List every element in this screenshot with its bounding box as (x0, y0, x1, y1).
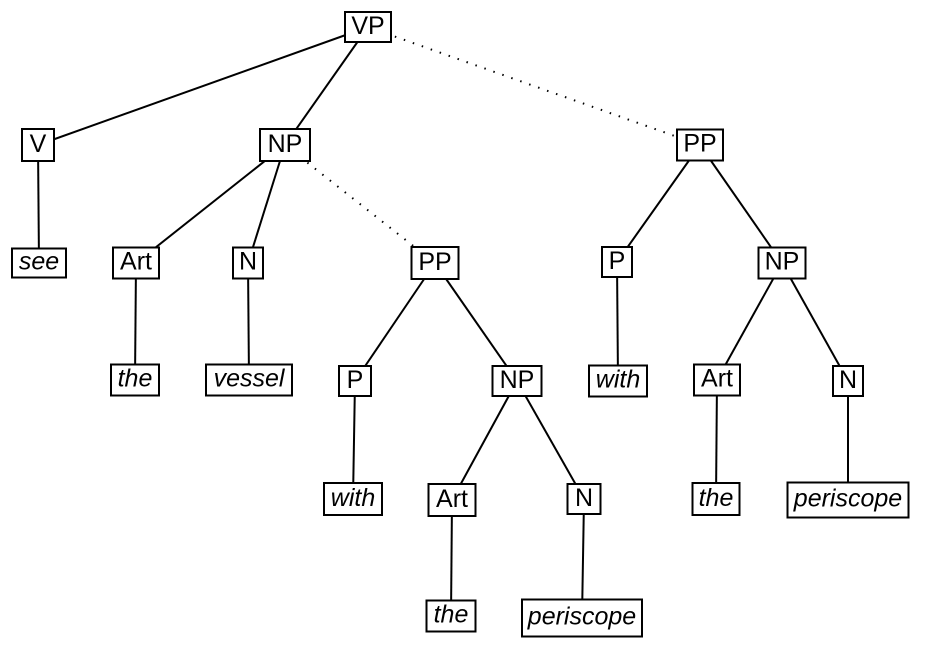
tree-edge-pp2-p2 (616, 144, 701, 263)
tree-node-periscope2: periscope (786, 481, 910, 519)
tree-edge-p2-with2 (616, 261, 619, 382)
tree-edge-np3-n2 (781, 262, 849, 382)
tree-node-p2: P (601, 246, 633, 278)
tree-node-p1: P (338, 365, 372, 397)
tree-edge-vp-np1 (284, 26, 369, 146)
tree-edge-np3-art2 (716, 262, 783, 381)
tree-node-vessel: vessel (205, 363, 293, 397)
tree-node-np1: NP (259, 128, 311, 162)
tree-edge-v-see (37, 144, 40, 264)
tree-node-art2: Art (693, 363, 741, 397)
tree-node-with1: with (323, 482, 383, 516)
tree-edge-np1-pp1-dotted (284, 144, 436, 264)
tree-edge-n1-vessel (247, 262, 250, 381)
tree-node-art3: Art (427, 483, 477, 517)
tree-edge-np1-art1 (135, 144, 286, 264)
tree-node-n1: N (232, 246, 264, 280)
tree-edge-np2-art3 (451, 380, 518, 501)
tree-node-the3: the (425, 599, 477, 633)
tree-node-periscope1: periscope (521, 598, 643, 638)
tree-node-with2: with (588, 364, 648, 398)
tree-edge-pp2-np3 (699, 144, 783, 264)
tree-node-np2: NP (491, 365, 543, 397)
tree-edge-pp1-np2 (434, 262, 518, 382)
tree-edge-vp-v (37, 26, 369, 146)
tree-node-n3: N (566, 483, 602, 515)
tree-edge-art1-the1 (134, 262, 137, 381)
tree-node-vp: VP (344, 11, 392, 43)
tree-edge-art2-the2 (715, 379, 718, 500)
tree-node-n2: N (832, 365, 864, 397)
tree-edge-pp1-p1 (354, 262, 436, 382)
tree-edge-np2-n3 (516, 380, 585, 500)
tree-node-v: V (21, 128, 55, 162)
tree-node-the1: the (110, 363, 160, 397)
tree-edge-n3-periscope1 (581, 498, 585, 619)
tree-edge-p1-with1 (352, 380, 356, 500)
tree-node-art1: Art (112, 246, 160, 280)
tree-node-pp1: PP (410, 246, 460, 280)
tree-node-pp2: PP (676, 128, 724, 162)
tree-node-see: see (11, 247, 67, 279)
tree-node-the2: the (691, 482, 741, 516)
tree-edge-np1-n1 (247, 144, 286, 264)
tree-node-np3: NP (757, 246, 807, 280)
tree-edge-art3-the3 (450, 499, 453, 617)
